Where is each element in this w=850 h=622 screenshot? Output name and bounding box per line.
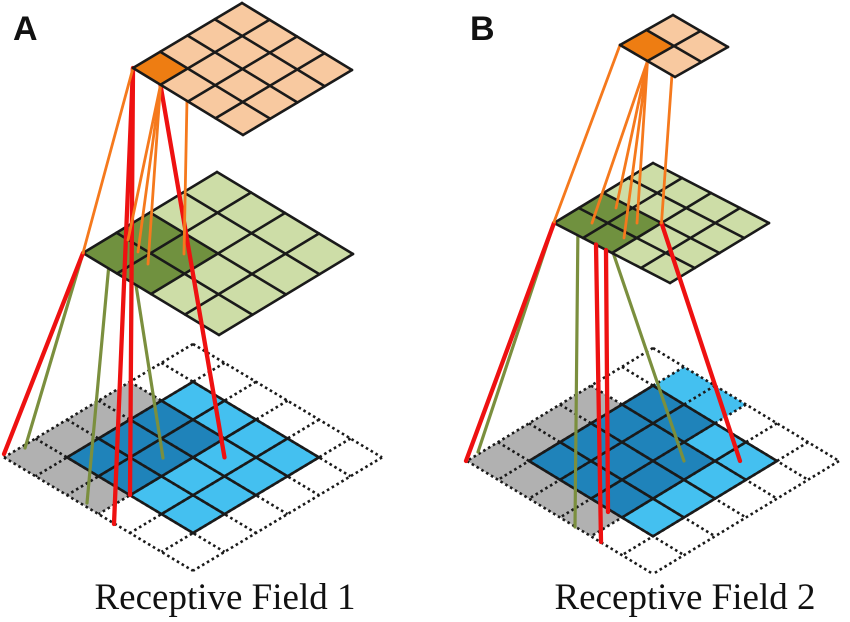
connection-line bbox=[646, 29, 702, 63]
connection-line bbox=[552, 43, 622, 224]
figure-layers bbox=[1, 1, 840, 576]
panel-a-green-lines bbox=[23, 251, 165, 505]
connection-line bbox=[603, 247, 611, 515]
panel-b-red-lines bbox=[463, 220, 743, 545]
connection-line bbox=[23, 251, 85, 450]
connection-line bbox=[131, 66, 245, 137]
connection-line bbox=[463, 220, 557, 464]
connection-line bbox=[158, 82, 227, 460]
connection-line bbox=[558, 403, 686, 482]
connection-line bbox=[126, 83, 162, 242]
connection-line bbox=[659, 220, 743, 464]
panel-b-label: B bbox=[470, 10, 495, 48]
connection-line bbox=[241, 68, 354, 137]
connection-line bbox=[673, 45, 730, 79]
connection-line bbox=[573, 221, 580, 529]
connection-line bbox=[601, 221, 686, 463]
connection-line bbox=[635, 59, 649, 225]
connection-line bbox=[81, 66, 135, 255]
connection-line bbox=[652, 459, 840, 576]
connection-line bbox=[1, 250, 86, 457]
connection-line bbox=[191, 456, 321, 535]
connection-line bbox=[639, 206, 742, 270]
panel-a-orange-lines bbox=[81, 66, 190, 266]
connection-line bbox=[622, 59, 649, 240]
connection-line bbox=[129, 251, 165, 460]
panel-a-label: A bbox=[13, 10, 38, 48]
connection-line bbox=[590, 59, 649, 225]
connection-line bbox=[85, 251, 112, 505]
connection-line bbox=[618, 43, 677, 79]
connection-line bbox=[111, 65, 136, 527]
connection-line bbox=[160, 437, 289, 516]
connection-line bbox=[149, 211, 287, 296]
connection-line bbox=[577, 206, 697, 270]
connection-line bbox=[128, 418, 258, 497]
connection-line bbox=[127, 65, 136, 498]
connection-line bbox=[183, 232, 321, 316]
panel-b-layer3-grid bbox=[618, 13, 730, 79]
panel-a-layer1-grid bbox=[3, 342, 383, 572]
connection-line bbox=[527, 384, 655, 463]
panel-a-layer1-grid-padding-cell bbox=[35, 419, 99, 458]
panel-a-layer1-grid-image-cell bbox=[224, 419, 288, 458]
connection-line bbox=[158, 50, 272, 121]
connection-line bbox=[552, 221, 672, 285]
connection-line bbox=[81, 251, 221, 337]
connection-line bbox=[614, 59, 649, 210]
connection-line bbox=[593, 242, 604, 545]
connection-line bbox=[620, 440, 748, 519]
connection-line bbox=[589, 422, 717, 500]
connection-line bbox=[136, 83, 162, 254]
connection-line bbox=[217, 252, 355, 337]
panel-b bbox=[463, 13, 840, 576]
connection-line bbox=[214, 51, 326, 120]
panel-b-layer2-grid bbox=[552, 161, 771, 285]
connection-line bbox=[186, 35, 299, 103]
panel-a-caption: Receptive Field 1 bbox=[95, 577, 356, 618]
panel-a bbox=[1, 1, 383, 572]
connection-line bbox=[651, 459, 779, 538]
panel-b-caption: Receptive Field 2 bbox=[555, 577, 816, 618]
panel-a-layer3-grid bbox=[131, 1, 354, 137]
connection-line bbox=[146, 83, 162, 266]
panel-a-layer1-grid-rf-core-cell bbox=[161, 419, 225, 458]
connection-line bbox=[668, 221, 771, 285]
connection-line bbox=[466, 459, 654, 576]
panel-b-layer1-grid bbox=[466, 346, 840, 576]
panel-a-red-lines bbox=[1, 65, 227, 527]
